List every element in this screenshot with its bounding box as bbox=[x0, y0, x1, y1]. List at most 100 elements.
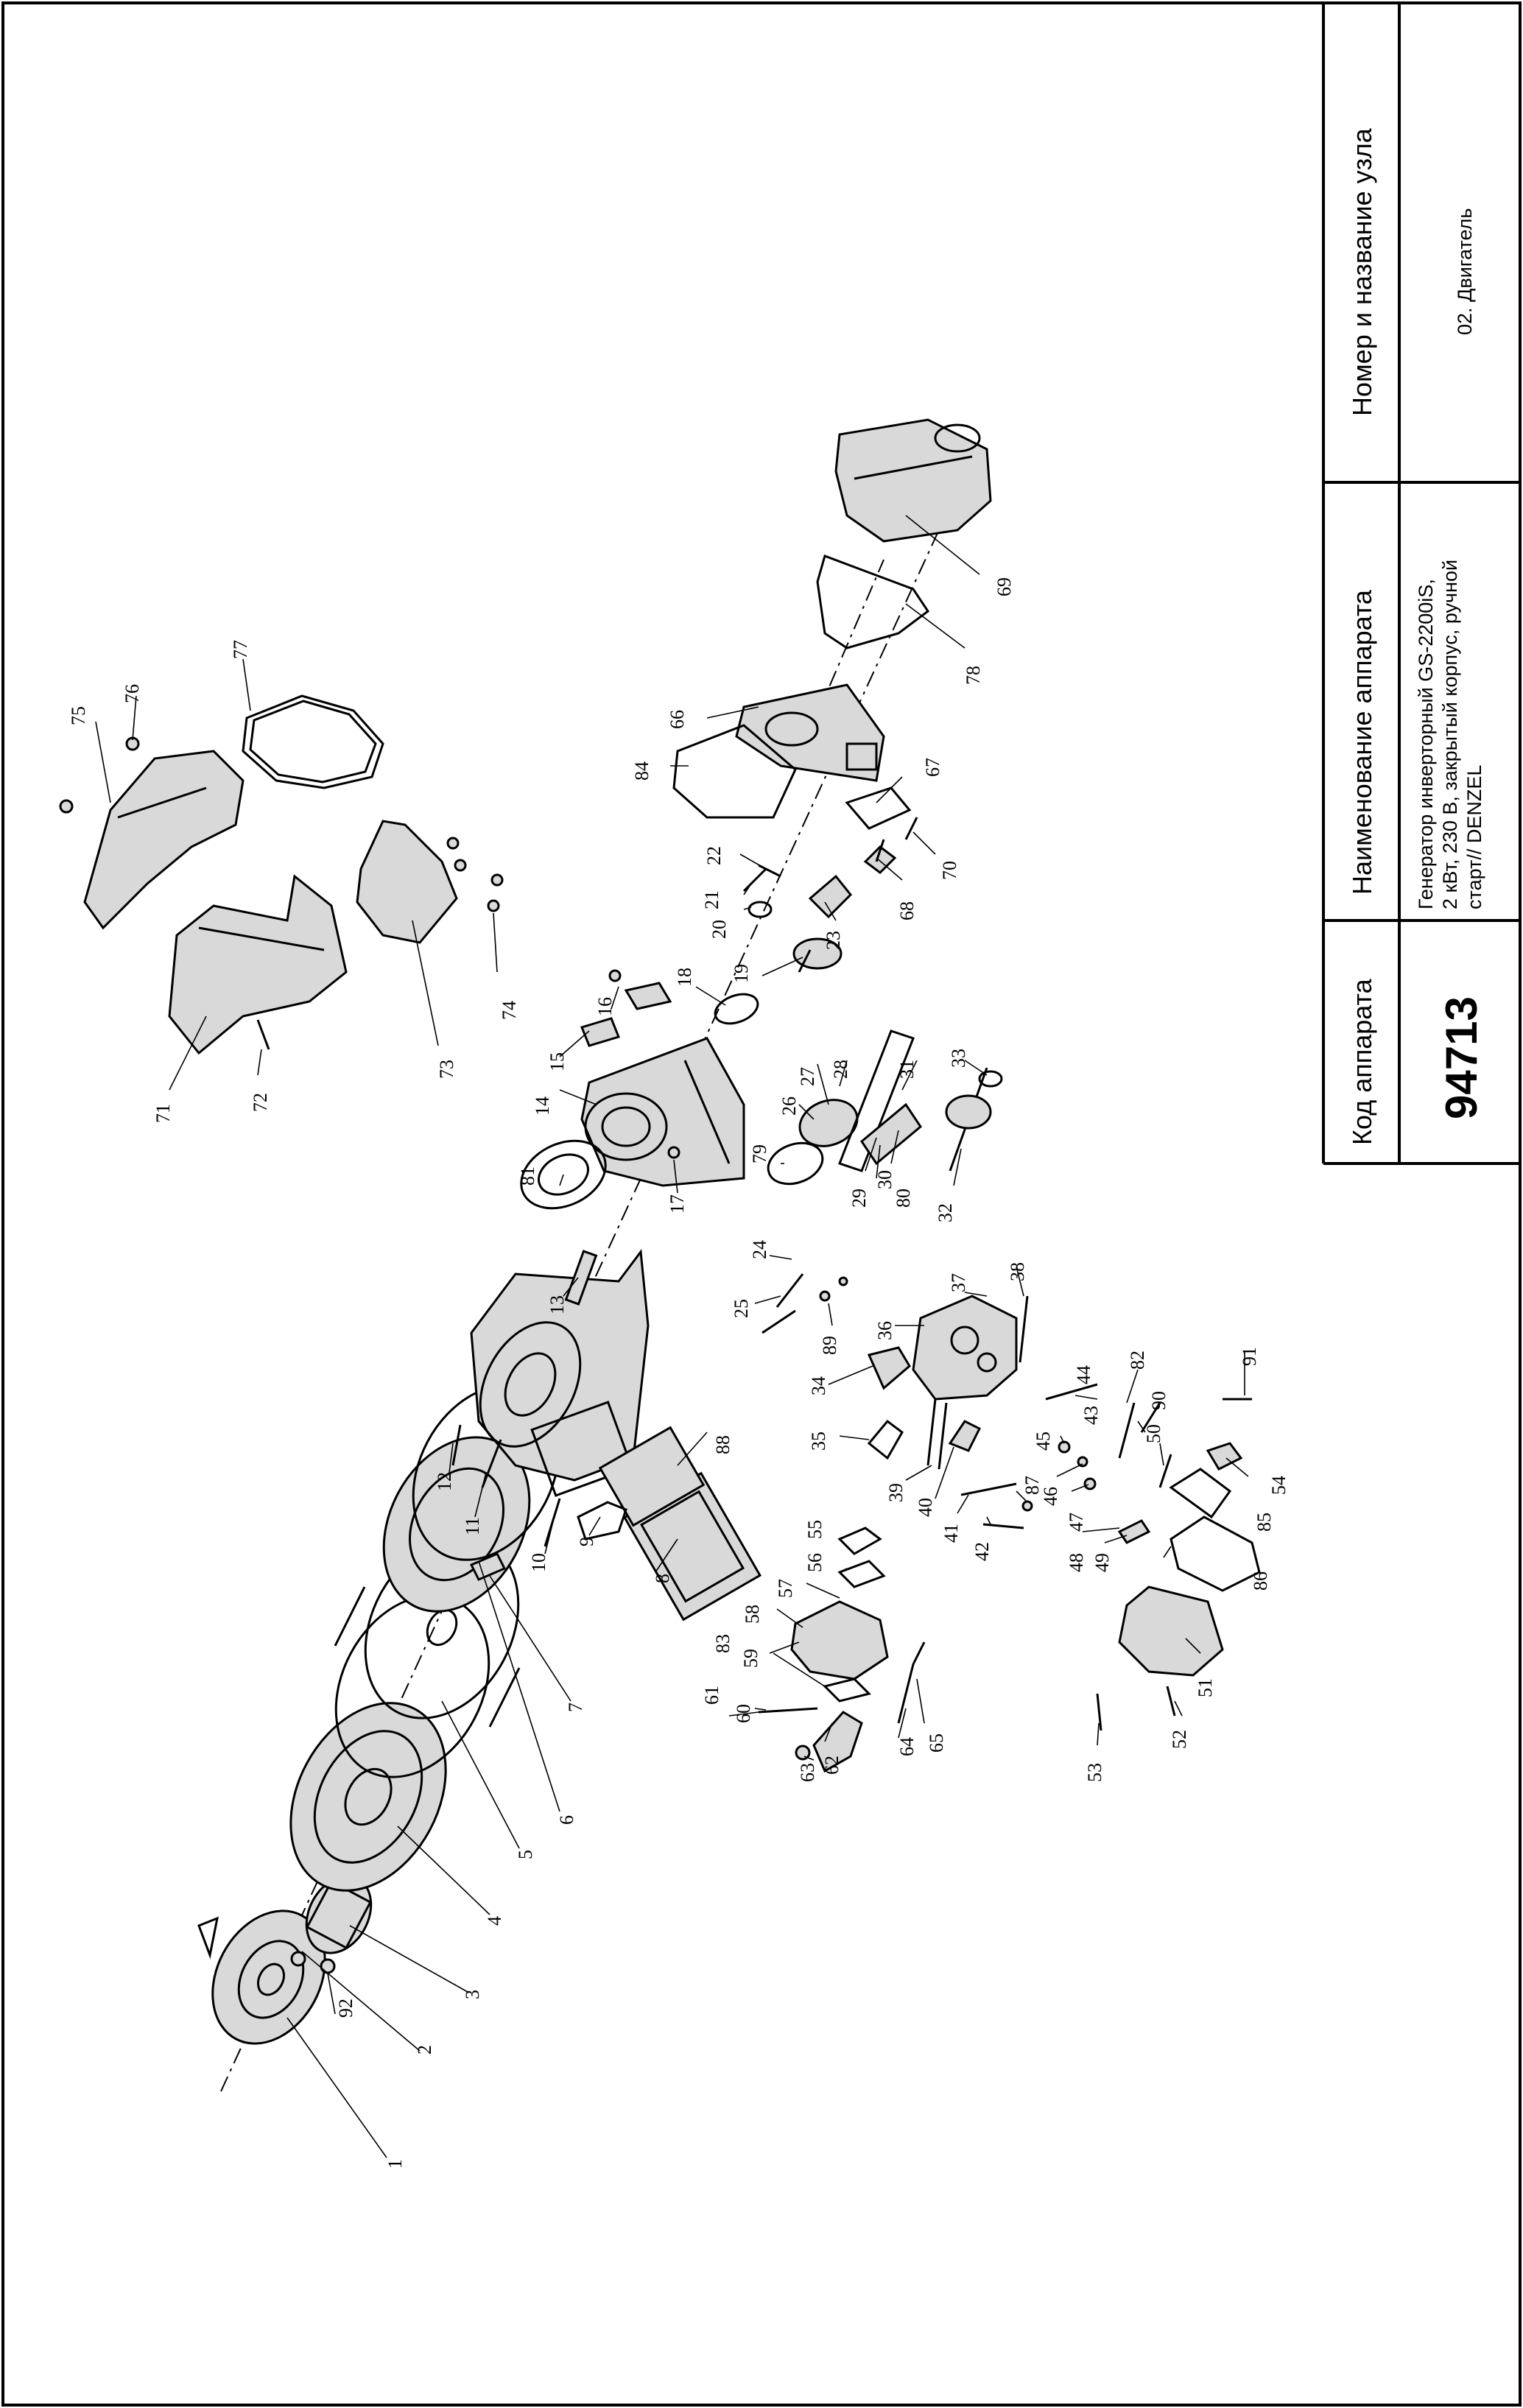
part-label-46: 46 bbox=[1040, 1487, 1061, 1506]
part-label-3: 3 bbox=[462, 1990, 483, 1999]
part-label-40: 40 bbox=[915, 1498, 936, 1517]
valve-cover-part bbox=[1118, 1585, 1224, 1677]
part-label-32: 32 bbox=[935, 1203, 956, 1222]
part-label-79: 79 bbox=[749, 1144, 770, 1163]
bracket-9-part bbox=[577, 1501, 627, 1541]
part-label-67: 67 bbox=[922, 758, 943, 777]
part-label-89: 89 bbox=[819, 1336, 840, 1355]
part-label-22: 22 bbox=[703, 846, 725, 865]
part-label-27: 27 bbox=[797, 1067, 818, 1086]
part-label-41: 41 bbox=[940, 1524, 962, 1543]
part-label-53: 53 bbox=[1084, 1763, 1105, 1782]
part-label-8: 8 bbox=[652, 1574, 673, 1583]
part-label-64: 64 bbox=[896, 1737, 918, 1756]
lower-shroud-part bbox=[168, 874, 348, 1055]
ignition-part bbox=[580, 1017, 621, 1047]
part-label-86: 86 bbox=[1250, 1571, 1271, 1591]
head-gasket-part bbox=[520, 1139, 607, 1210]
part-label-34: 34 bbox=[808, 1376, 829, 1395]
part-label-83: 83 bbox=[712, 1634, 734, 1653]
part-label-11: 11 bbox=[462, 1517, 483, 1535]
crank-group-part bbox=[838, 1029, 1003, 1172]
part-label-18: 18 bbox=[674, 968, 695, 987]
carburetor-part bbox=[790, 1527, 889, 1703]
small-gasket-part bbox=[845, 786, 912, 830]
part-label-78: 78 bbox=[963, 666, 984, 685]
part-label-16: 16 bbox=[594, 997, 616, 1016]
part-label-42: 42 bbox=[971, 1542, 993, 1561]
leader-lines bbox=[95, 515, 1249, 2158]
cylinder-block-part bbox=[580, 1037, 745, 1187]
bracket-part bbox=[469, 1552, 507, 1581]
part-label-5: 5 bbox=[515, 1850, 536, 1859]
part-label-38: 38 bbox=[1007, 1262, 1028, 1281]
part-label-85: 85 bbox=[1253, 1513, 1275, 1532]
part-label-50: 50 bbox=[1143, 1424, 1164, 1443]
rocker-part bbox=[867, 1346, 911, 1390]
part-label-55: 55 bbox=[804, 1520, 826, 1539]
part-label-77: 77 bbox=[230, 640, 251, 659]
part-label-47: 47 bbox=[1066, 1513, 1087, 1532]
part-label-87: 87 bbox=[1021, 1476, 1043, 1495]
part-label-84: 84 bbox=[631, 761, 653, 781]
part-label-90: 90 bbox=[1148, 1391, 1169, 1410]
device-code-header: Код аппарата bbox=[1347, 978, 1377, 1145]
part-label-59: 59 bbox=[740, 1649, 762, 1668]
part-label-33: 33 bbox=[948, 1049, 969, 1068]
part-label-69: 69 bbox=[993, 577, 1015, 596]
shroud-seal-part bbox=[242, 694, 384, 789]
fan-part bbox=[289, 1702, 447, 1892]
bearing-part bbox=[714, 993, 759, 1025]
part-label-66: 66 bbox=[666, 710, 688, 729]
part-label-52: 52 bbox=[1169, 1730, 1190, 1749]
part-label-81: 81 bbox=[517, 1166, 538, 1186]
part-label-61: 61 bbox=[701, 1686, 722, 1705]
part-label-30: 30 bbox=[874, 1170, 896, 1189]
part-label-71: 71 bbox=[152, 1104, 174, 1123]
part-label-49: 49 bbox=[1091, 1553, 1113, 1572]
bolt-10-part bbox=[544, 1498, 561, 1547]
intake-elbow-part bbox=[812, 1711, 863, 1773]
part-label-29: 29 bbox=[848, 1189, 870, 1208]
part-label-63: 63 bbox=[797, 1763, 818, 1782]
part-label-21: 21 bbox=[701, 890, 722, 909]
part-sketches bbox=[59, 418, 1261, 2045]
piston-part bbox=[798, 1099, 859, 1147]
part-label-26: 26 bbox=[778, 1096, 800, 1116]
part-label-80: 80 bbox=[893, 1189, 914, 1208]
part-label-35: 35 bbox=[808, 1432, 829, 1451]
device-name-line-1: Генератор инверторный GS-2200iS, bbox=[1415, 579, 1437, 909]
part-label-31: 31 bbox=[896, 1060, 918, 1079]
part-label-28: 28 bbox=[830, 1060, 851, 1079]
part-label-43: 43 bbox=[1080, 1406, 1102, 1425]
part-label-51: 51 bbox=[1195, 1678, 1216, 1697]
part-label-48: 48 bbox=[1066, 1553, 1087, 1572]
part-label-68: 68 bbox=[896, 901, 918, 920]
part-label-7: 7 bbox=[565, 1703, 586, 1712]
part-label-72: 72 bbox=[250, 1093, 271, 1112]
part-label-9: 9 bbox=[576, 1537, 597, 1546]
part-label-82: 82 bbox=[1127, 1351, 1148, 1370]
governor-lever-part bbox=[808, 874, 853, 919]
part-label-70: 70 bbox=[939, 861, 960, 880]
part-label-76: 76 bbox=[122, 684, 143, 703]
part-label-65: 65 bbox=[926, 1733, 947, 1753]
part-label-24: 24 bbox=[749, 1240, 770, 1259]
side-panel-part bbox=[356, 820, 458, 944]
part-label-14: 14 bbox=[532, 1096, 553, 1116]
device-name-line-3: старт// DENZEL bbox=[1463, 765, 1485, 909]
part-label-39: 39 bbox=[885, 1483, 907, 1502]
part-label-10: 10 bbox=[528, 1553, 549, 1572]
dowel-part bbox=[564, 1250, 598, 1306]
part-label-58: 58 bbox=[742, 1605, 763, 1624]
part-label-2: 2 bbox=[414, 2045, 435, 2055]
part-label-36: 36 bbox=[874, 1321, 896, 1340]
part-label-13: 13 bbox=[546, 1295, 568, 1314]
upper-shroud-part bbox=[59, 736, 245, 930]
gear-part bbox=[792, 937, 843, 973]
part-label-54: 54 bbox=[1268, 1476, 1290, 1495]
part-label-91: 91 bbox=[1239, 1347, 1260, 1366]
part-label-57: 57 bbox=[775, 1579, 796, 1598]
part-label-1: 1 bbox=[384, 2159, 406, 2169]
